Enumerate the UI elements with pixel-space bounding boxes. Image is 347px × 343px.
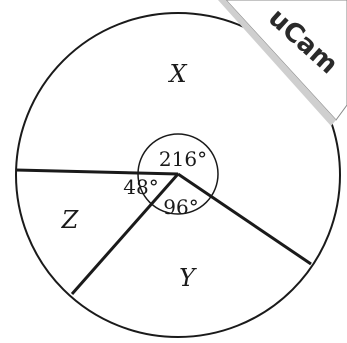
outer-circle — [15, 12, 341, 338]
radius-left — [15, 168, 179, 176]
radius-lower-right — [177, 172, 312, 266]
watermark-shadow — [218, 0, 336, 126]
watermark-stamp: uCam — [218, 0, 347, 126]
angle-label-y: 96° — [163, 195, 198, 219]
region-label-z: Z — [61, 206, 80, 234]
angle-label-x: 216° — [159, 147, 207, 171]
region-label-x: X — [167, 60, 187, 88]
radius-lower-left — [70, 173, 180, 295]
angle-label-z: 48° — [123, 175, 158, 199]
region-label-y: Y — [179, 264, 197, 292]
watermark-shape — [225, 0, 347, 121]
